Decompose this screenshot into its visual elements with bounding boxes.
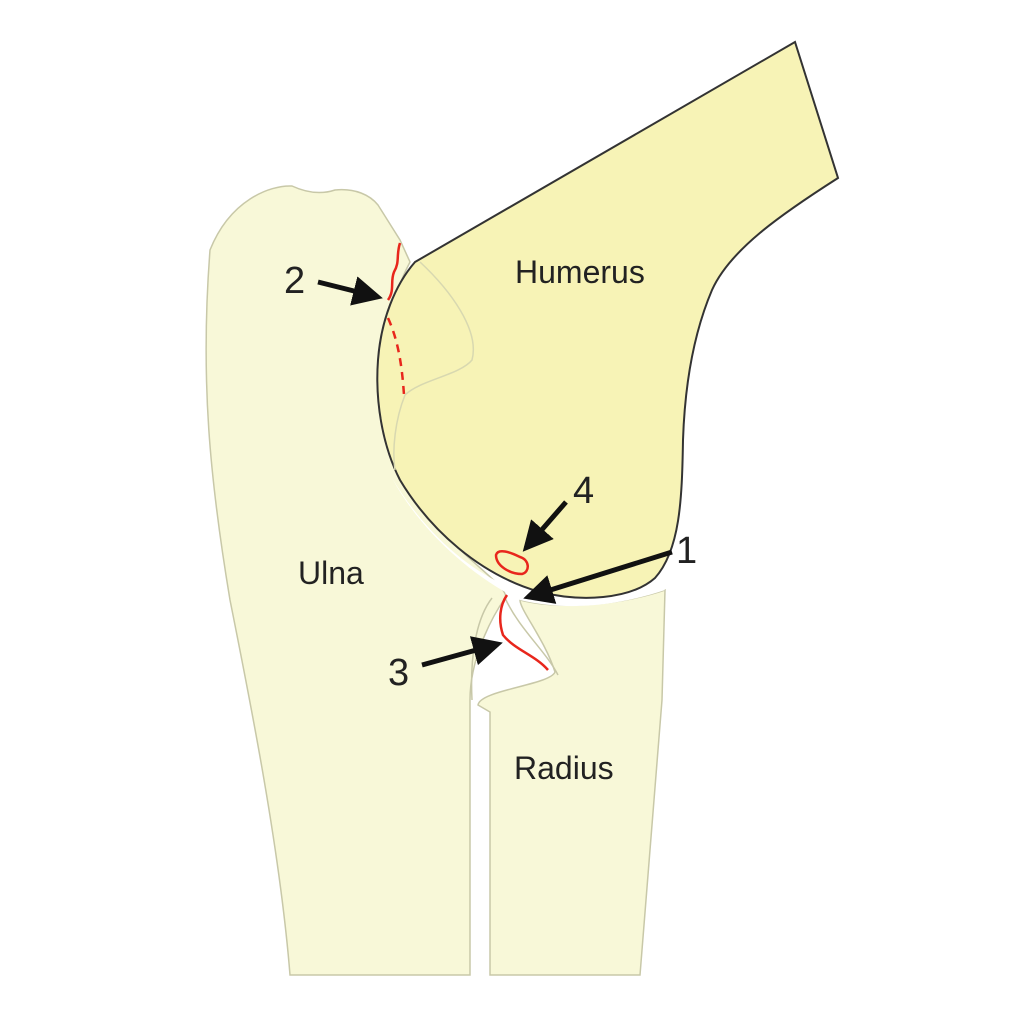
fracture-line-2-dashed	[386, 317, 406, 396]
marker-4: 4	[573, 470, 594, 512]
arrow-4	[522, 500, 568, 552]
fracture-line-2	[386, 242, 402, 301]
ulna-bone	[205, 185, 507, 976]
marker-3: 3	[388, 652, 409, 694]
joint-space	[392, 478, 665, 607]
marker-1: 1	[676, 530, 697, 572]
arrow-3	[421, 636, 503, 668]
olecranon-outline	[393, 261, 474, 471]
humerus-bone	[376, 40, 840, 599]
label-humerus: Humerus	[515, 254, 645, 290]
arrow-2	[317, 276, 383, 306]
fracture-line-3	[498, 594, 549, 671]
label-ulna: Ulna	[298, 555, 364, 591]
label-radius: Radius	[514, 750, 614, 786]
marker-2: 2	[284, 260, 305, 302]
arrow-1	[523, 549, 673, 604]
fracture-fragment-4	[494, 549, 529, 576]
